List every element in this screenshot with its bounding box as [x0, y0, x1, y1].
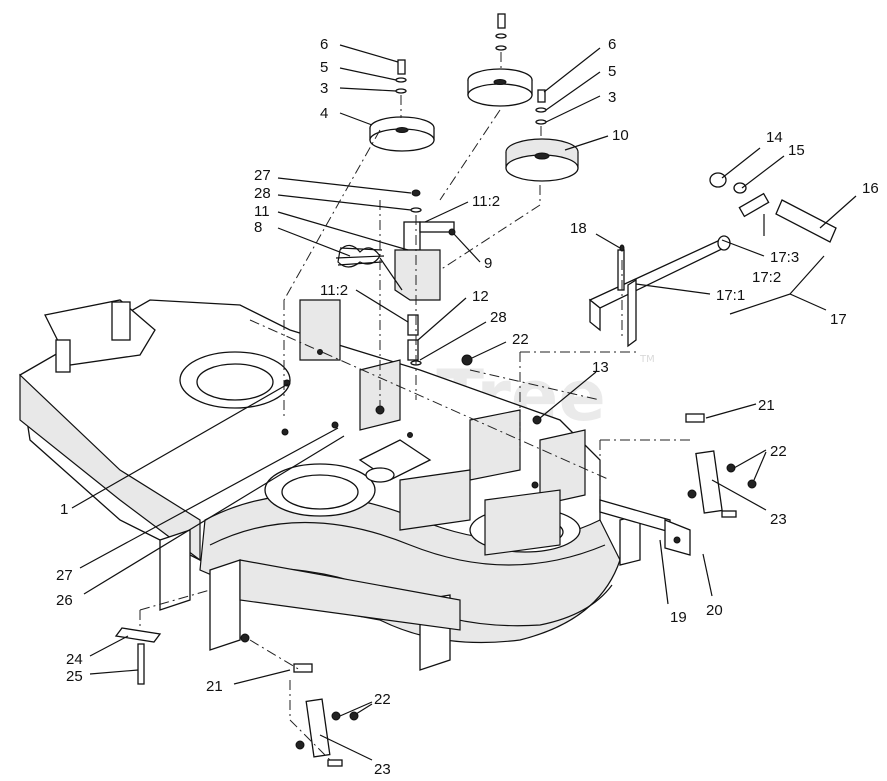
callout-24: 24 — [66, 651, 83, 668]
nut-22 — [461, 354, 473, 366]
callout-15: 15 — [788, 142, 805, 159]
callout-10: 10 — [612, 127, 629, 144]
callout-27: 27 — [254, 167, 271, 184]
callout-18: 18 — [570, 220, 587, 237]
callout-6: 6 — [608, 36, 616, 53]
leader-lines — [71, 44, 857, 761]
idler-pulley-left — [369, 116, 435, 152]
callout-4: 4 — [320, 105, 328, 122]
callout-8: 8 — [254, 219, 262, 236]
callout-12: 12 — [472, 288, 489, 305]
callout-26: 26 — [56, 592, 73, 609]
hardware-group-right — [685, 413, 757, 518]
drive-pulley — [505, 138, 579, 182]
callout-14: 14 — [766, 129, 783, 146]
bolt-washer-stack-left — [395, 59, 407, 94]
idler-arm-assembly — [394, 189, 456, 366]
idler-pulley-top — [467, 68, 533, 107]
callout-22: 22 — [512, 331, 529, 348]
callout-22: 22 — [374, 691, 391, 708]
callout-21: 21 — [758, 397, 775, 414]
watermark-tm: TM — [639, 354, 655, 365]
callout-17-1: 17:1 — [716, 287, 745, 304]
callout-5: 5 — [320, 59, 328, 76]
lift-rod-19 — [599, 499, 691, 556]
callout-19: 19 — [670, 609, 687, 626]
callout-3: 3 — [608, 89, 616, 106]
bolt-washer-stack-top — [495, 13, 507, 51]
callout-28: 28 — [490, 309, 507, 326]
callout-27: 27 — [56, 567, 73, 584]
callout-25: 25 — [66, 668, 83, 685]
callout-20: 20 — [706, 602, 723, 619]
callout-11: 11 — [254, 203, 270, 220]
callout-5: 5 — [608, 63, 616, 80]
nut-13 — [532, 415, 542, 425]
callout-1: 1 — [60, 501, 68, 518]
assembly-dash-lines — [139, 52, 690, 761]
nut-front — [240, 633, 250, 643]
callout-labels: 6 5 3 4 6 5 3 10 27 28 11 8 11:2 9 11:2 … — [56, 36, 879, 778]
mower-deck-housing — [19, 299, 641, 671]
callout-17-2: 17:2 — [752, 269, 781, 286]
callout-17: 17 — [830, 311, 847, 328]
callout-13: 13 — [592, 359, 609, 376]
callout-16: 16 — [862, 180, 879, 197]
bracket-and-bolt-24-25 — [114, 627, 162, 685]
hardware-group-bottom — [293, 663, 359, 767]
lift-rod-assembly — [588, 172, 837, 348]
bolt-washer-stack-right — [535, 89, 547, 125]
callout-11-2: 11:2 — [472, 193, 500, 210]
callout-23: 23 — [374, 761, 391, 778]
callout-21: 21 — [206, 678, 223, 695]
callout-23: 23 — [770, 511, 787, 528]
callout-22: 22 — [770, 443, 787, 460]
callout-9: 9 — [484, 255, 492, 272]
callout-6: 6 — [320, 36, 328, 53]
extension-spring — [335, 244, 403, 291]
callout-3: 3 — [320, 80, 328, 97]
callout-11-2: 11:2 — [320, 282, 348, 299]
callout-28: 28 — [254, 185, 271, 202]
callout-17-3: 17:3 — [770, 249, 799, 266]
